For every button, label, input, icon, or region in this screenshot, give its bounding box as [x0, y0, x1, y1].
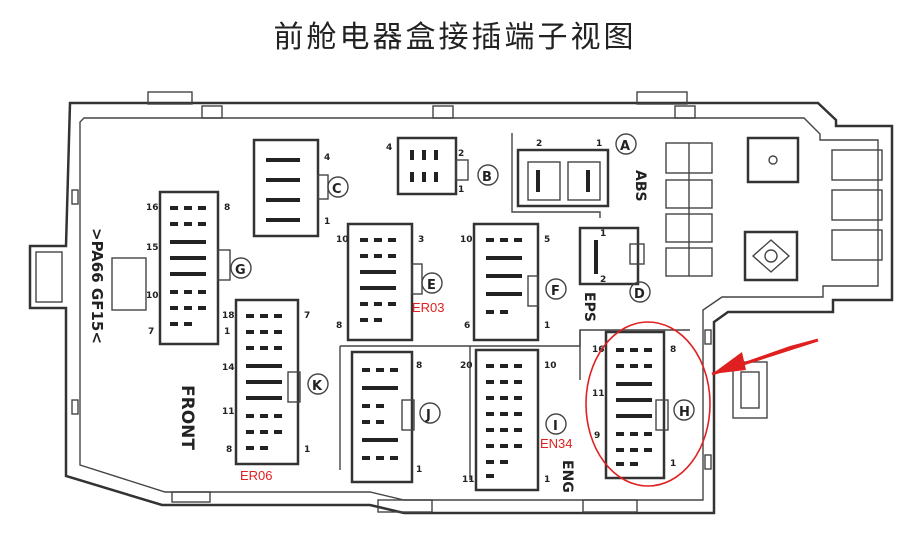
connector-k-pin-label: 14	[222, 363, 235, 373]
connector-i-pin-label: 10	[544, 361, 557, 371]
connector-g-pin-label: 7	[148, 327, 154, 337]
connector-d-letter: D	[634, 287, 645, 302]
connector-h-pin-label: 16	[592, 345, 605, 355]
connector-a: 2 1 A	[516, 133, 637, 208]
connector-i-code: EN34	[540, 436, 573, 451]
connector-d: 1 2 D	[578, 226, 651, 303]
callout-highlight	[585, 321, 820, 487]
connector-k-letter: K	[312, 379, 323, 394]
connector-b-pin-label: 1	[458, 185, 464, 195]
connector-b-pin-label: 2	[458, 149, 464, 159]
connector-g-pin-label: 16	[146, 203, 159, 213]
connector-g: 16 8 15 10 7 1 G	[146, 190, 252, 346]
connector-k-pin-label: 1	[304, 445, 310, 455]
connector-a-letter: A	[620, 139, 630, 154]
abs-label: ABS	[632, 170, 648, 202]
connector-b: 2 1 4 B	[386, 136, 499, 196]
connector-b-pin-label: 4	[386, 143, 392, 153]
connector-e-pin-label: 10	[336, 235, 349, 245]
connector-e-letter: E	[427, 278, 436, 293]
connector-e-code: ER03	[412, 300, 445, 315]
connector-i: 20 10 11 1 I EN34	[460, 348, 573, 492]
front-label: FRONT	[177, 385, 197, 450]
connector-h-pin-label: 8	[670, 345, 676, 355]
connector-j-letter: J	[425, 408, 431, 423]
connector-g-pin-label: 10	[146, 291, 159, 301]
connector-g-pin-label: 15	[146, 243, 159, 253]
connector-a-pin-label: 2	[536, 139, 542, 149]
connector-i-pin-label: 20	[460, 361, 473, 371]
connector-c: 4 1 C	[252, 138, 349, 238]
connector-f: 10 5 6 1 F	[460, 222, 567, 342]
connector-c-pin-label: 4	[324, 153, 330, 163]
connector-e-pin-label: 3	[418, 235, 424, 245]
connector-g-letter: G	[235, 263, 246, 278]
eng-label: ENG	[559, 460, 575, 493]
connector-k-pin-label: 11	[222, 407, 235, 417]
connector-k-pin-label: 18	[222, 311, 235, 321]
connector-e: 10 8 3 E ER03	[336, 222, 445, 342]
connector-k-pin-label: 8	[226, 445, 232, 455]
connector-k-code: ER06	[240, 468, 273, 483]
connector-d-pin-label: 1	[600, 229, 606, 239]
connector-f-letter: F	[551, 284, 560, 299]
connector-h-pin-label: 9	[594, 431, 600, 441]
eps-label: EPS	[581, 292, 597, 322]
connector-e-pin-label: 8	[336, 321, 342, 331]
connector-j-pin-label: 8	[416, 361, 422, 371]
connector-c-letter: C	[332, 182, 342, 197]
connector-i-pin-label: 1	[544, 475, 550, 485]
connector-h-pin-label: 1	[670, 459, 676, 469]
connector-h-pin-label: 11	[592, 389, 605, 399]
connector-a-pin-label: 1	[596, 139, 602, 149]
connector-h-letter: H	[679, 405, 690, 420]
connector-g-pin-label: 8	[224, 203, 230, 213]
connector-f-pin-label: 6	[464, 321, 470, 331]
diagram-title: 前舱电器盒接插端子视图	[273, 20, 637, 55]
connector-g-pin-label: 1	[224, 327, 230, 337]
connector-f-pin-label: 1	[544, 321, 550, 331]
connector-c-pin-label: 1	[324, 217, 330, 227]
connector-f-pin-label: 10	[460, 235, 473, 245]
connector-i-pin-label: 11	[462, 475, 475, 485]
connector-j-pin-label: 1	[416, 465, 422, 475]
connector-f-pin-label: 5	[544, 235, 550, 245]
connector-j: 8 1 J	[350, 350, 441, 484]
connector-d-pin-label: 2	[600, 275, 606, 285]
housing-outline	[28, 91, 894, 515]
material-mark: >PA66 GF15<	[88, 228, 106, 344]
connector-i-letter: I	[553, 419, 558, 434]
connector-b-letter: B	[482, 170, 492, 185]
connector-h: 16 8 11 9 1 H	[592, 330, 695, 480]
connector-k: 18 7 14 11 8 1 K ER06	[222, 298, 329, 483]
connector-k-pin-label: 7	[304, 311, 310, 321]
